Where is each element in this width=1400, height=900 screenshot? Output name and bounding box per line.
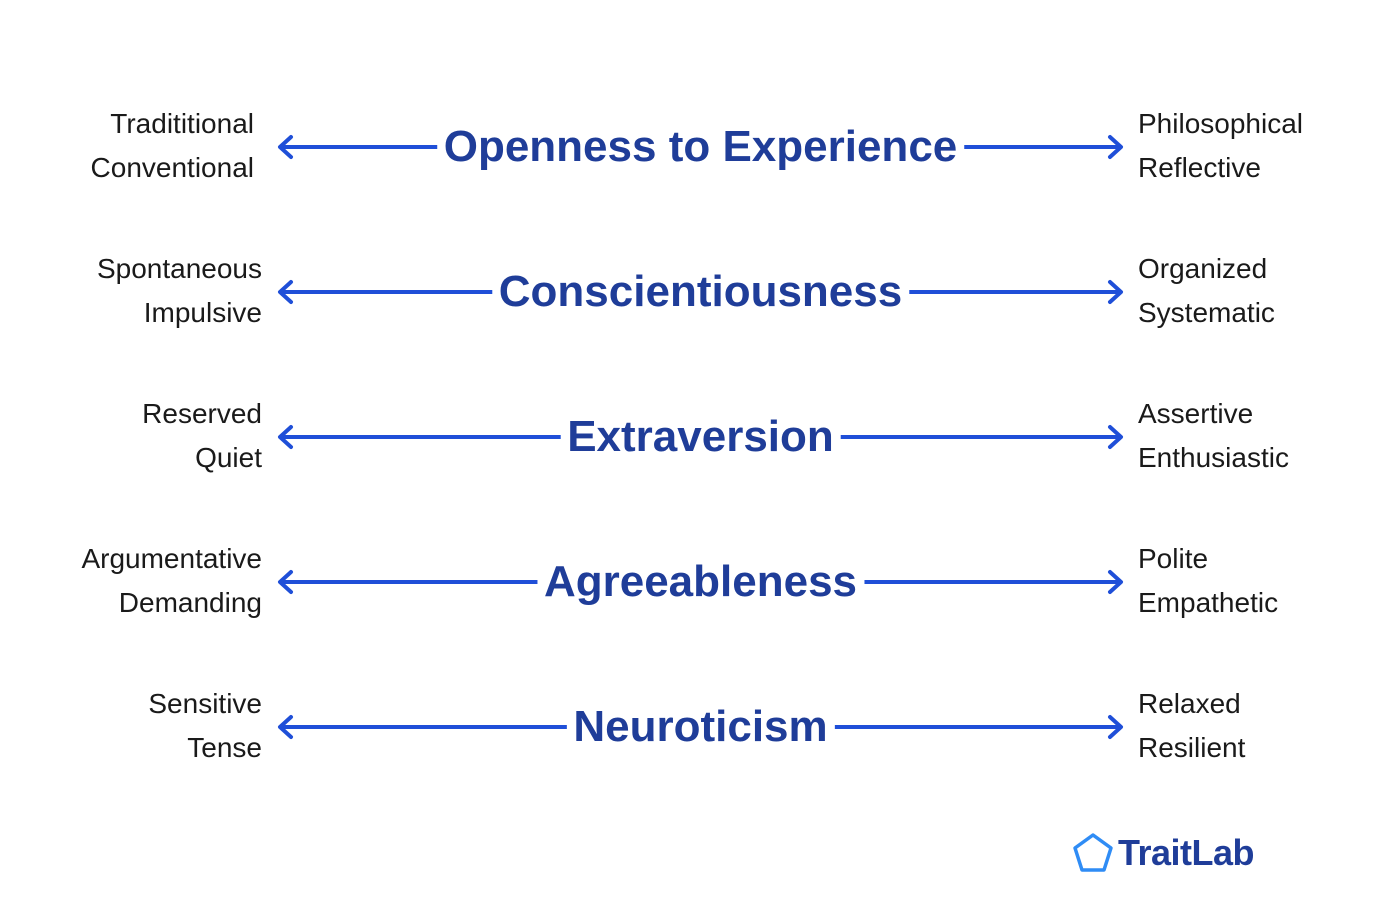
right-arrowhead [1108,425,1123,449]
brand-name: TraitLab [1118,832,1255,873]
low-pole-terms: Reserved Quiet [142,392,262,480]
low-term-2: Impulsive [143,297,262,328]
low-term-2: Quiet [195,442,262,473]
bidirectional-arrow: Extraversion [277,412,1124,462]
trait-row-conscientiousness: Spontaneous Impulsive Conscientiousness … [0,247,1400,347]
high-term-2: Systematic [1138,297,1275,328]
low-term-1: Spontaneous [96,253,262,284]
trait-name: Neuroticism [566,702,835,752]
trait-row-agreeableness: Argumentative Demanding Agreeableness Po… [0,537,1400,637]
high-term-2: Resilient [1138,732,1246,763]
high-term-1: Assertive [1138,398,1254,429]
bidirectional-arrow: Conscientiousness [277,267,1124,317]
trait-row-extraversion: Reserved Quiet Extraversion Assertive En… [0,392,1400,492]
low-term-2: Tense [187,732,262,763]
trait-name: Extraversion [560,412,841,462]
low-pole-terms: Spontaneous Impulsive [97,247,262,335]
bidirectional-arrow: Agreeableness [277,557,1124,607]
trait-name: Openness to Experience [436,122,965,172]
low-term-1: Tradititional [110,108,254,139]
high-pole-terms: Organized Systematic [1138,247,1275,335]
high-term-1: Polite [1138,543,1209,574]
high-pole-terms: Philosophical Reflective [1138,102,1303,190]
high-term-1: Relaxed [1138,688,1241,719]
trait-name: Conscientiousness [491,267,910,317]
trait-row-neuroticism: Sensitive Tense Neuroticism Relaxed Resi… [0,682,1400,782]
low-term-1: Sensitive [148,688,262,719]
low-pole-terms: Sensitive Tense [148,682,262,770]
high-pole-terms: Assertive Enthusiastic [1138,392,1289,480]
left-arrowhead [278,280,293,304]
brand-logo[interactable]: TraitLab [1072,830,1255,876]
bidirectional-arrow: Neuroticism [277,702,1124,752]
right-arrowhead [1108,280,1123,304]
bidirectional-arrow: Openness to Experience [277,122,1124,172]
low-term-1: Argumentative [81,543,262,574]
pentagon-logo-icon [1073,833,1113,872]
high-pole-terms: Relaxed Resilient [1138,682,1245,770]
high-term-2: Reflective [1138,152,1261,183]
low-pole-terms: Tradititional Conventional [91,102,254,190]
low-pole-terms: Argumentative Demanding [81,537,262,625]
high-term-1: Organized [1138,253,1268,284]
low-term-2: Conventional [90,152,254,183]
left-arrowhead [278,135,293,159]
low-term-1: Reserved [142,398,262,429]
high-term-2: Empathetic [1138,587,1279,618]
low-term-2: Demanding [118,587,262,618]
left-arrowhead [278,570,293,594]
high-pole-terms: Polite Empathetic [1138,537,1278,625]
right-arrowhead [1108,715,1123,739]
right-arrowhead [1108,570,1123,594]
right-arrowhead [1108,135,1123,159]
high-term-2: Enthusiastic [1138,442,1289,473]
left-arrowhead [278,425,293,449]
trait-name: Agreeableness [536,557,865,607]
high-term-1: Philosophical [1138,108,1303,139]
left-arrowhead [278,715,293,739]
trait-row-openness: Tradititional Conventional Openness to E… [0,102,1400,202]
